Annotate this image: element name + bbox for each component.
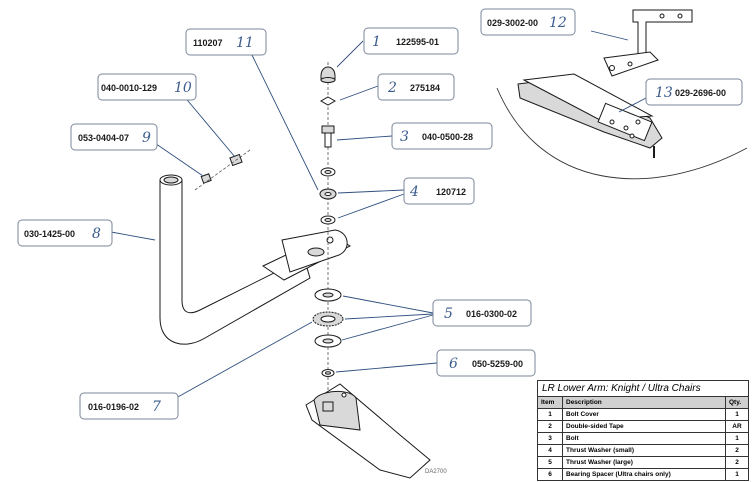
- callout-12-part: 029-3002-00: [487, 18, 538, 28]
- row-description: Double-sided Tape: [562, 420, 726, 433]
- callout-6-number: 6: [449, 356, 458, 372]
- callout-11: 110207 11: [185, 28, 267, 56]
- table-row: 2 Double-sided Tape AR: [537, 420, 749, 433]
- bracket-part-12: [603, 9, 693, 77]
- callout-7-part: 016-0196-02: [88, 402, 139, 412]
- callout-13-part: 029-2696-00: [675, 88, 726, 98]
- row-item: 2: [537, 420, 563, 433]
- callout-10: 040-0010-129 10: [97, 73, 197, 101]
- callout-10-part: 040-0010-129: [101, 83, 157, 93]
- screw-axis-line: [194, 149, 251, 191]
- bearing-spacer-part-6: [321, 369, 335, 377]
- parts-table-title: LR Lower Arm: Knight / Ultra Chairs: [537, 380, 749, 396]
- row-qty: 2: [725, 444, 749, 457]
- callout-8: 030-1425-00 8: [17, 219, 113, 247]
- row-qty: 2: [725, 456, 749, 469]
- parts-table-header: Item Description Qty.: [537, 396, 749, 409]
- row-item: 6: [537, 468, 563, 481]
- row-qty: 1: [725, 468, 749, 481]
- callout-9-number: 9: [142, 130, 151, 146]
- row-item: 1: [537, 408, 563, 421]
- row-qty: AR: [725, 420, 749, 433]
- callout-9-part: 053-0404-07: [78, 133, 129, 143]
- table-row: 5 Thrust Washer (large) 2: [537, 456, 749, 469]
- callout-3: 3 040-0500-28: [391, 122, 493, 150]
- nut-part-9: [200, 173, 212, 184]
- thrust-washer-small-1: [320, 167, 336, 177]
- callout-8-number: 8: [92, 226, 101, 242]
- callout-11-part: 110207: [193, 38, 223, 48]
- header-description: Description: [562, 396, 726, 409]
- table-row: 4 Thrust Washer (small) 2: [537, 444, 749, 457]
- parts-list-table: LR Lower Arm: Knight / Ultra Chairs Item…: [537, 380, 749, 481]
- callout-11-number: 11: [236, 35, 254, 51]
- callout-4: 4 120712: [403, 177, 475, 205]
- lower-mount: [305, 383, 431, 479]
- callout-6: 6 050-5259-00: [436, 349, 536, 377]
- callout-12-number: 12: [549, 15, 567, 31]
- callout-13: 13 029-2696-00: [645, 78, 743, 106]
- tape-part-2: [319, 96, 337, 106]
- callout-12: 029-3002-00 12: [480, 8, 576, 36]
- thrust-washer-small-2: [320, 215, 336, 225]
- callout-5-number: 5: [444, 306, 453, 322]
- inset-arc: [496, 87, 748, 180]
- callout-2-part: 275184: [410, 83, 440, 93]
- callout-1-number: 1: [372, 34, 381, 50]
- table-row: 3 Bolt 1: [537, 432, 749, 445]
- arm-tube-part-8: [159, 174, 352, 345]
- row-qty: 1: [725, 432, 749, 445]
- row-description: Thrust Washer (large): [562, 456, 726, 469]
- callout-3-part: 040-0500-28: [422, 132, 473, 142]
- row-description: Thrust Washer (small): [562, 444, 726, 457]
- row-item: 5: [537, 456, 563, 469]
- arm-assembly-part-13: [517, 73, 663, 158]
- row-description: Bolt: [562, 432, 726, 445]
- callout-5-part: 016-0300-02: [466, 309, 517, 319]
- header-qty: Qty.: [725, 396, 749, 409]
- callout-6-part: 050-5259-00: [472, 359, 523, 369]
- callout-9: 053-0404-07 9: [70, 123, 158, 151]
- leader-lines: [110, 30, 647, 399]
- row-qty: 1: [725, 408, 749, 421]
- diagram-code: DA2700: [425, 469, 447, 475]
- callout-8-part: 030-1425-00: [24, 229, 75, 239]
- bearing-part-11: [319, 188, 337, 200]
- table-row: 1 Bolt Cover 1: [537, 408, 749, 421]
- row-item: 3: [537, 432, 563, 445]
- callout-7-number: 7: [152, 399, 161, 415]
- bolt-cover-part-1: [320, 66, 336, 83]
- callout-4-part: 120712: [436, 187, 466, 197]
- thrust-washer-large-1: [314, 288, 342, 302]
- callout-5: 5 016-0300-02: [432, 299, 532, 327]
- bolt-part-3: [321, 125, 335, 148]
- callout-1-part: 122595-01: [396, 37, 439, 47]
- row-description: Bolt Cover: [562, 408, 726, 421]
- callout-4-number: 4: [409, 184, 419, 200]
- callout-13-number: 13: [655, 85, 673, 101]
- callout-2-number: 2: [387, 80, 397, 96]
- callout-7: 016-0196-02 7: [79, 392, 179, 420]
- row-item: 4: [537, 444, 563, 457]
- needle-bearing: [312, 311, 344, 327]
- table-row: 6 Bearing Spacer (Ultra chairs only) 1: [537, 468, 749, 481]
- callout-1: 1 122595-01: [363, 27, 459, 55]
- header-item: Item: [537, 396, 563, 409]
- callout-2: 2 275184: [377, 73, 455, 101]
- callout-10-number: 10: [174, 80, 192, 96]
- thrust-washer-large-2: [314, 334, 342, 348]
- callout-3-number: 3: [400, 129, 409, 145]
- row-description: Bearing Spacer (Ultra chairs only): [562, 468, 726, 481]
